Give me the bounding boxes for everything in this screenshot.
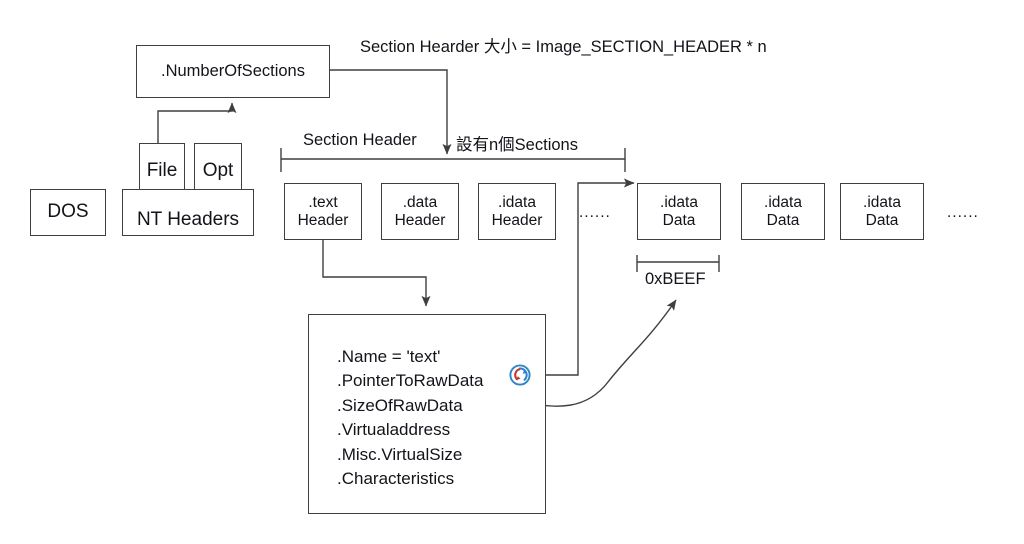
n-sections-note: 設有n個Sections	[456, 136, 578, 154]
section-data-kind: Data	[766, 211, 800, 229]
section-header-bracket-label: Section Header	[303, 131, 417, 149]
number-of-sections-label: .NumberOfSections	[161, 61, 305, 80]
section-header-size-note: Section Hearder 大小 = Image_SECTION_HEADE…	[360, 38, 767, 56]
optional-header-label: Opt	[202, 160, 234, 182]
section-data-name: .idata	[764, 193, 802, 211]
section-header-box-data: .data Header	[381, 183, 459, 240]
dos-header-label: DOS	[47, 201, 89, 223]
section-header-field-list: .Name = 'text' .PointerToRawData .SizeOf…	[337, 345, 483, 492]
section-header-detail-box: .Name = 'text' .PointerToRawData .SizeOf…	[308, 314, 546, 514]
nt-headers-box: NT Headers	[122, 189, 254, 236]
dos-header-box: DOS	[30, 189, 106, 236]
section-header-name: .data	[402, 193, 438, 211]
section-data-box-idata-3: .idata Data	[840, 183, 924, 240]
field-name: .Name = 'text'	[337, 347, 441, 366]
section-data-kind: Data	[662, 211, 696, 229]
section-header-ellipsis: ......	[579, 204, 611, 221]
section-header-kind: Header	[491, 211, 543, 229]
field-virtual-address: .Virtualaddress	[337, 420, 451, 440]
section-data-box-idata-2: .idata Data	[741, 183, 825, 240]
field-characteristics: .Characteristics	[337, 469, 455, 489]
section-data-box-idata-1: .idata Data	[637, 183, 721, 240]
field-size-of-raw-data: .SizeOfRawData	[337, 395, 463, 415]
raw-data-size-label: 0xBEEF	[645, 270, 706, 288]
section-data-name: .idata	[863, 193, 901, 211]
section-header-name: .idata	[498, 193, 536, 211]
section-header-box-idata: .idata Header	[478, 183, 556, 240]
section-header-kind: Header	[394, 211, 446, 229]
section-data-kind: Data	[865, 211, 899, 229]
number-of-sections-box: .NumberOfSections	[136, 45, 330, 98]
field-pointer-to-raw-data: .PointerToRawData	[337, 371, 484, 391]
file-header-label: File	[146, 160, 178, 182]
field-misc-virtual-size: .Misc.VirtualSize	[337, 444, 463, 464]
busy-ring-cursor-icon	[508, 363, 532, 387]
section-header-box-text: .text Header	[284, 183, 362, 240]
section-data-ellipsis: ......	[947, 204, 979, 221]
section-header-name: .text	[308, 193, 338, 211]
section-data-name: .idata	[660, 193, 698, 211]
section-header-kind: Header	[297, 211, 349, 229]
nt-headers-label: NT Headers	[136, 208, 240, 230]
